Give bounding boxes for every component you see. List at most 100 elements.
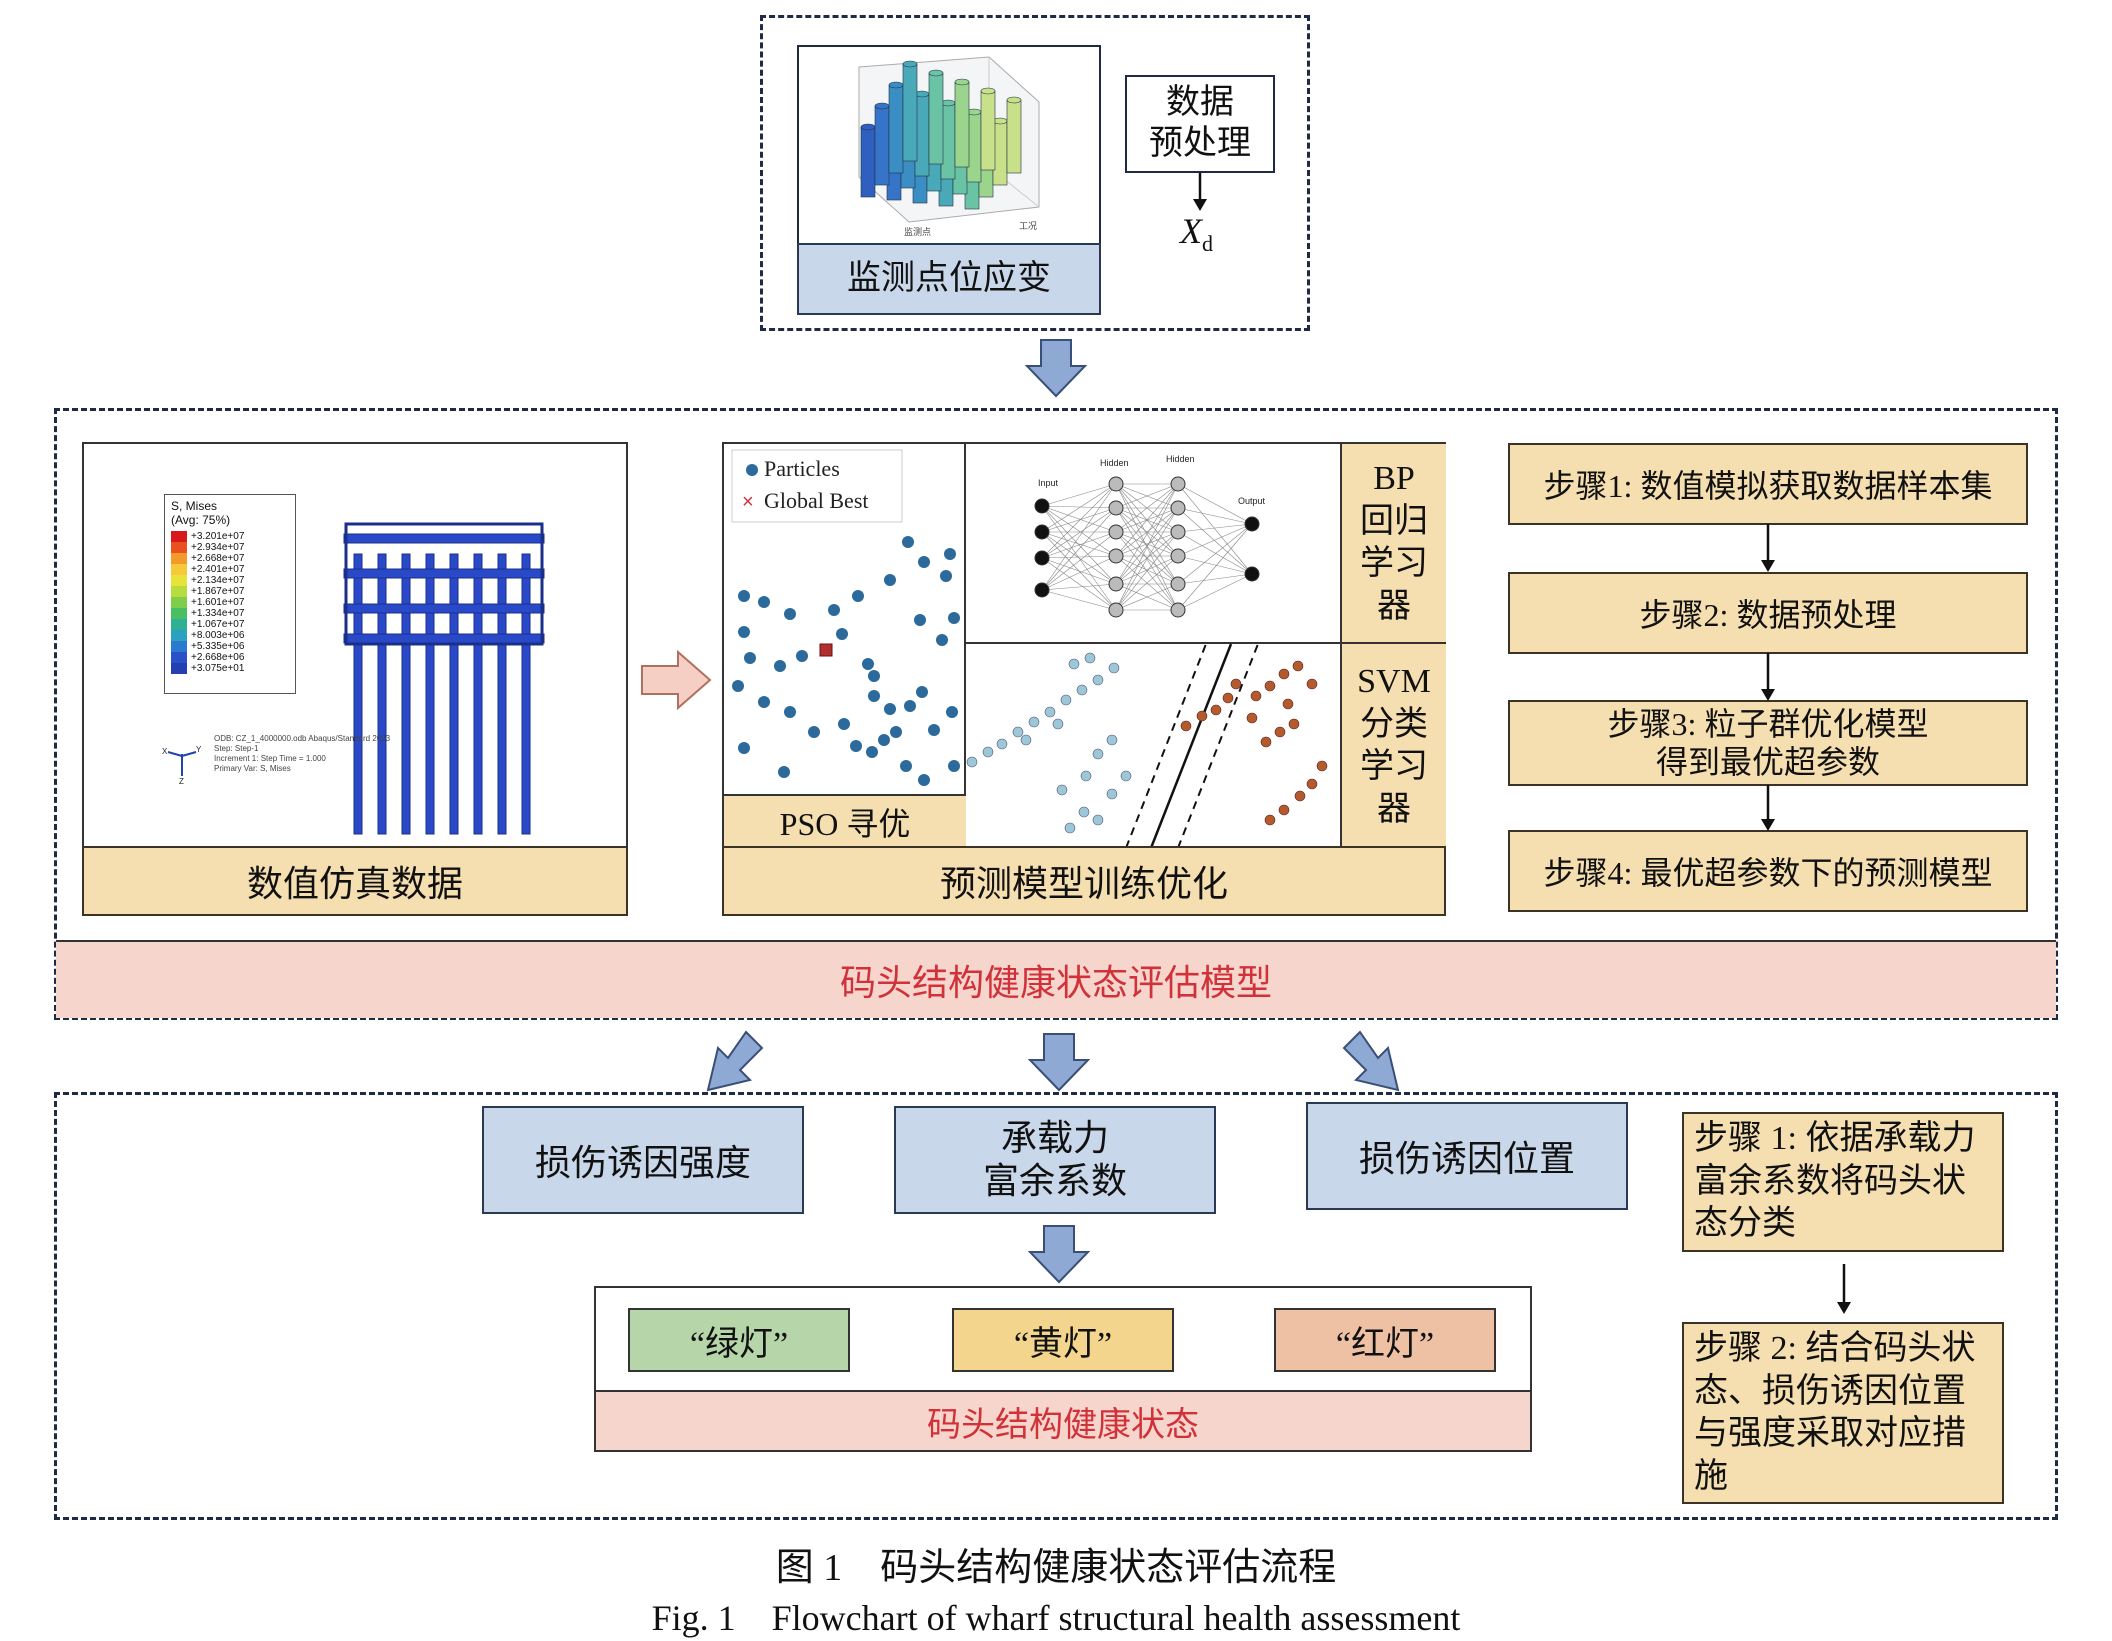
caption-en: Fig. 1 Flowchart of wharf structural hea…: [651, 1598, 1461, 1638]
svm-panel: [966, 643, 1340, 849]
particle: [828, 604, 840, 616]
nn-node: [1034, 524, 1050, 540]
nn-node: [1108, 524, 1124, 540]
svm-point-b: [1260, 736, 1272, 748]
down-arrow-center: [1028, 1033, 1090, 1092]
legend-row: +2.401e+07: [171, 564, 289, 575]
particle: [944, 548, 956, 560]
fem-panel: S, Mises (Avg: 75%) +3.201e+07+2.934e+07…: [82, 442, 628, 916]
particle: [948, 760, 960, 772]
nn-node: [1108, 548, 1124, 564]
nn-node: [1170, 602, 1186, 618]
svg-text:Particles: Particles: [764, 456, 840, 481]
pile: [401, 553, 411, 835]
deck-beam: [343, 603, 545, 614]
svm-point-a: [1106, 788, 1118, 800]
nn-node: [1108, 602, 1124, 618]
strain-bar: [928, 72, 944, 165]
svm-point-b: [1282, 698, 1294, 710]
pso-scatter: Particles × Global Best: [731, 449, 960, 786]
svm-point-b: [1264, 680, 1276, 692]
particle: [774, 660, 786, 672]
legend-row: +3.201e+07: [171, 531, 289, 542]
legend-row: +2.668e+07: [171, 553, 289, 564]
step-arrow-1: [1761, 524, 1775, 572]
svm-point-a: [1028, 716, 1040, 728]
svm-scatter: [966, 643, 1328, 849]
strain-bar: [980, 90, 996, 171]
legend-row: +2.668e+06: [171, 652, 289, 663]
svm-point-a: [1120, 770, 1132, 782]
svm-point-a: [1080, 770, 1092, 782]
svg-text:Output: Output: [1238, 496, 1266, 506]
health-state-panel: “绿灯” “黄灯” “红灯” 码头结构健康状态: [594, 1286, 1532, 1452]
svm-point-a: [1092, 674, 1104, 686]
step-3: 步骤3: 粒子群优化模型 得到最优超参数: [1508, 700, 2028, 786]
capacity-box: 承载力 富余系数: [894, 1106, 1216, 1214]
particle: [866, 746, 878, 758]
svm-point-b: [1278, 804, 1290, 816]
down-arrow-capacity: [1028, 1225, 1090, 1284]
preprocess-label: 数据 预处理: [1149, 84, 1251, 162]
deck-beam: [343, 568, 545, 579]
svm-point-b: [1264, 814, 1276, 826]
nn-node: [1170, 548, 1186, 564]
particle: [796, 650, 808, 662]
svg-text:Global Best: Global Best: [764, 488, 869, 513]
svm-point-b: [1292, 660, 1304, 672]
nn-node: [1170, 476, 1186, 492]
step-4: 步骤4: 最优超参数下的预测模型: [1508, 830, 2028, 912]
svm-point-b: [1288, 718, 1300, 730]
strain-bar: [954, 81, 970, 168]
svg-text:Hidden: Hidden: [1166, 454, 1195, 464]
particle: [918, 774, 930, 786]
particle: [836, 628, 848, 640]
legend-row: +1.601e+07: [171, 597, 289, 608]
yellow-light: “黄灯”: [952, 1308, 1174, 1372]
legend-row: +3.075e+01: [171, 663, 289, 674]
svm-point-b: [1278, 668, 1290, 680]
legend-row: +2.934e+07: [171, 542, 289, 553]
nn-node: [1170, 524, 1186, 540]
pile: [521, 553, 531, 835]
particle: [784, 608, 796, 620]
right-arrow: [641, 650, 712, 710]
legend-title: S, Mises: [171, 499, 218, 513]
svg-text:Z: Z: [179, 777, 184, 784]
legend-row: +2.134e+07: [171, 575, 289, 586]
step-arrow-2: [1761, 653, 1775, 701]
pile: [377, 553, 387, 835]
particle: [936, 634, 948, 646]
bp-label: BP 回归 学习 器: [1340, 444, 1446, 644]
strain-3d-bars: 监测点 工况: [858, 56, 1040, 237]
pile: [473, 553, 483, 835]
svm-point-a: [1060, 694, 1072, 706]
training-panel: Particles × Global Best PSO 寻优 Input Hid…: [722, 442, 1446, 916]
pile: [497, 553, 507, 835]
deck-beam: [343, 533, 545, 544]
health-state-label: 码头结构健康状态: [596, 1390, 1530, 1450]
xd-symbol: Xd: [1180, 211, 1213, 257]
particle: [838, 718, 850, 730]
svm-point-b: [1196, 710, 1208, 722]
preprocess-arrow: [1193, 173, 1207, 211]
particle: [902, 536, 914, 548]
svm-point-b: [1306, 678, 1318, 690]
pile: [353, 553, 363, 835]
particle: [738, 590, 750, 602]
strain-3d-chart: 监测点 工况 监测点位应变: [797, 45, 1101, 315]
svg-text:×: ×: [742, 491, 754, 513]
particle: [852, 590, 864, 602]
svm-point-b: [1306, 778, 1318, 790]
strain-bar: [860, 126, 876, 198]
particle: [738, 626, 750, 638]
svm-point-a: [1052, 718, 1064, 730]
particle: [732, 680, 744, 692]
svm-point-a: [1108, 662, 1120, 674]
deck-beam: [343, 633, 545, 644]
svm-point-b: [1180, 720, 1192, 732]
green-light: “绿灯”: [628, 1308, 850, 1372]
svm-point-b: [1274, 726, 1286, 738]
step-1: 步骤1: 数值模拟获取数据样本集: [1508, 443, 2028, 525]
nn-node: [1108, 500, 1124, 516]
